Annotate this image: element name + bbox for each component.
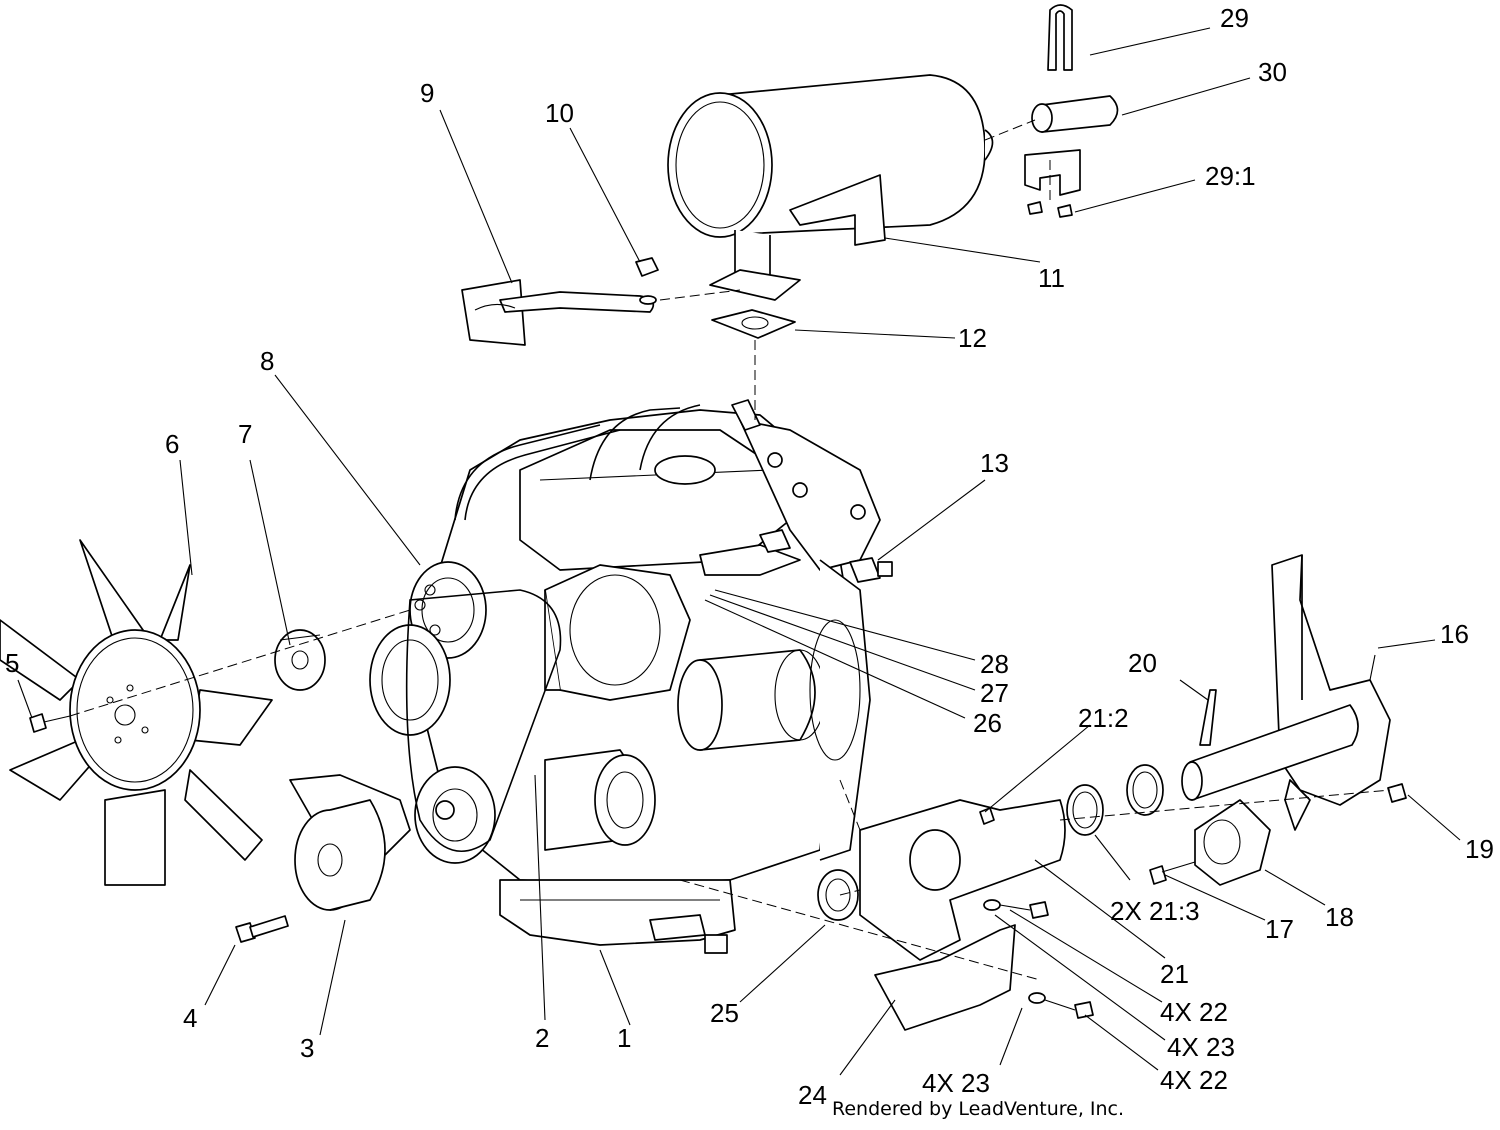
pto-bracket (1271, 554, 1391, 831)
fan-bolt (29, 713, 71, 733)
tailpipe-clamp (1024, 4, 1119, 218)
bushings (1066, 764, 1164, 836)
callout-12: 12 (958, 323, 987, 353)
callout-11: 11 (1038, 263, 1065, 293)
callout-23b: 4X 23 (922, 1068, 990, 1098)
callout-3: 3 (300, 1033, 314, 1063)
callout-2: 2 (535, 1023, 549, 1053)
muffler-gasket (711, 309, 796, 339)
bearing-flange (1194, 799, 1271, 886)
callout-9: 9 (420, 78, 434, 108)
callout-21-3: 2X 21:3 (1110, 896, 1200, 926)
callout-1: 1 (617, 1023, 631, 1053)
mount-hardware (983, 899, 1094, 1019)
tube-mount (859, 799, 1066, 961)
pulley-drive (289, 774, 411, 911)
exhaust-bracket (461, 279, 655, 346)
sender-switch (849, 557, 893, 583)
fan-spacer (274, 629, 326, 691)
callout-21: 21 (1160, 959, 1189, 989)
callout-4: 4 (183, 1003, 197, 1033)
callout-16: 16 (1440, 619, 1469, 649)
callout-17: 17 (1265, 914, 1294, 944)
fan-belt (405, 589, 562, 852)
assembly-centerlines (69, 119, 1391, 981)
callout-22a: 4X 22 (1160, 997, 1228, 1027)
callout-21-2: 21:2 (1078, 703, 1129, 733)
callout-23a: 4X 23 (1167, 1032, 1235, 1062)
cooling-fan (0, 539, 273, 886)
callout-29: 29 (1220, 3, 1249, 33)
callout-13: 13 (980, 448, 1009, 478)
callout-27: 27 (980, 678, 1009, 708)
callout-5: 5 (5, 648, 19, 678)
spacer-ring (817, 869, 859, 921)
leader-lines (17, 27, 1461, 1076)
callout-25: 25 (710, 998, 739, 1028)
callout-labels: 1 2 3 4 5 6 7 8 9 10 11 12 13 16 17 18 1… (5, 3, 1494, 1110)
callout-18: 18 (1325, 902, 1354, 932)
callout-6: 6 (165, 429, 179, 459)
callout-8: 8 (260, 346, 274, 376)
callout-28: 28 (980, 649, 1009, 679)
muffler (667, 74, 994, 301)
shaft-nut (1387, 783, 1407, 803)
callout-22b: 4X 22 (1160, 1065, 1228, 1095)
callout-10: 10 (545, 98, 574, 128)
drive-shaft (1181, 689, 1359, 801)
lower-bracket (874, 924, 1016, 1031)
callout-30: 30 (1258, 57, 1287, 87)
callout-24: 24 (798, 1080, 827, 1110)
callout-26: 26 (973, 708, 1002, 738)
callout-20: 20 (1128, 648, 1157, 678)
engine (369, 399, 881, 954)
flange-nut (635, 257, 659, 305)
callout-29-1: 29:1 (1205, 161, 1256, 191)
pulley-bolt (235, 915, 289, 943)
callout-19: 19 (1465, 834, 1494, 864)
callout-7: 7 (238, 419, 252, 449)
render-credit: Rendered by LeadVenture, Inc. (832, 1098, 1124, 1120)
flange-bolt (1149, 861, 1196, 885)
